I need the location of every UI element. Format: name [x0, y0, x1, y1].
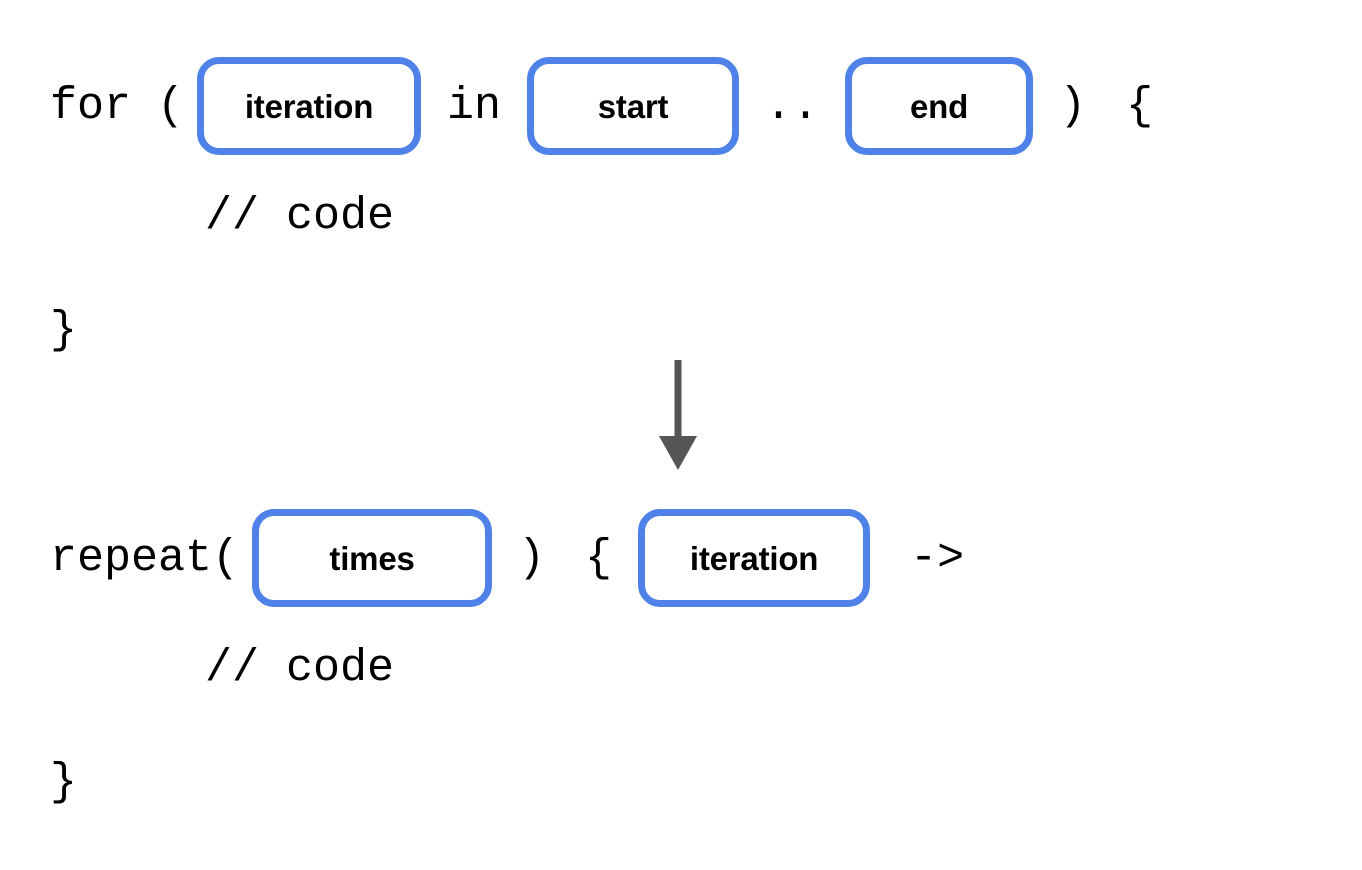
for-keyword: for	[50, 80, 132, 132]
repeat-body-comment: // code	[205, 638, 394, 698]
open-paren: (	[157, 80, 185, 132]
repeat-closing-brace: }	[50, 752, 77, 812]
open-brace: {	[585, 532, 613, 584]
repeat-signature-line: repeat( times ) { iteration ->	[50, 509, 964, 607]
close-paren: )	[518, 532, 546, 584]
lambda-arrow: ->	[910, 532, 965, 584]
close-paren: )	[1059, 80, 1087, 132]
pill-iteration-lambda[interactable]: iteration	[638, 509, 871, 607]
close-brace: }	[50, 304, 78, 356]
pill-start[interactable]: start	[527, 57, 740, 155]
in-keyword: in	[447, 80, 502, 132]
for-loop-body-comment: // code	[205, 186, 394, 246]
open-brace: {	[1126, 80, 1154, 132]
close-brace: }	[50, 756, 78, 808]
pill-iteration[interactable]: iteration	[197, 57, 422, 155]
pill-times[interactable]: times	[252, 509, 493, 607]
for-loop-signature-line: for ( iteration in start .. end ) {	[50, 57, 1153, 155]
pill-end[interactable]: end	[845, 57, 1034, 155]
repeat-function-name: repeat(	[50, 532, 240, 584]
downward-transform-arrow	[659, 360, 697, 470]
range-operator: ..	[765, 80, 820, 132]
for-loop-closing-brace: }	[50, 300, 77, 360]
code-comment: // code	[205, 642, 395, 694]
code-comment: // code	[205, 190, 395, 242]
